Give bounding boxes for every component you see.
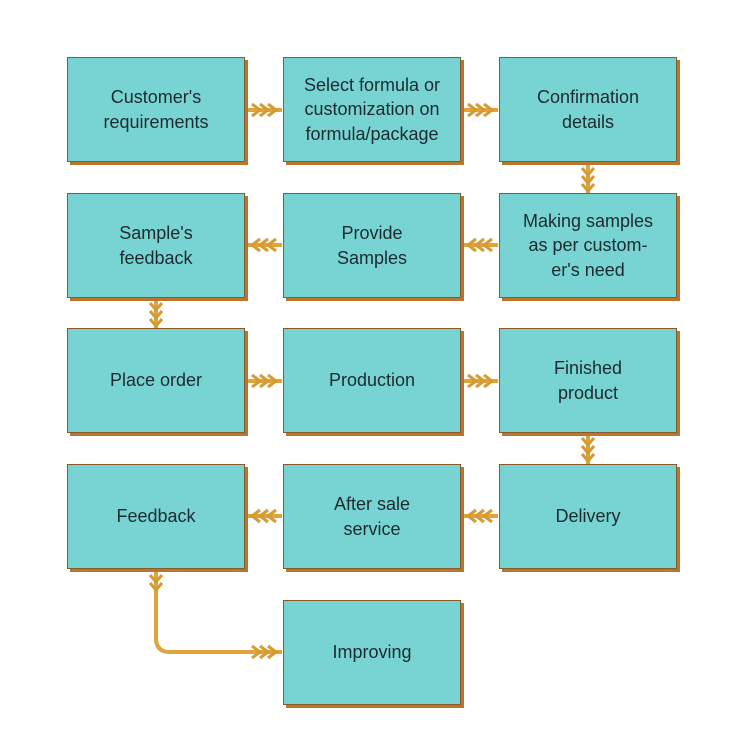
step-production: Production — [283, 328, 461, 433]
connector-production-to-finished — [462, 373, 498, 389]
connector-provide-to-feedback — [246, 237, 282, 253]
connector-finished-to-delivery — [580, 433, 596, 465]
connector-feedback-to-improving — [148, 570, 282, 660]
connector-delivery-to-aftersale — [462, 508, 498, 524]
connector-confirmation-to-making — [580, 163, 596, 194]
connector-making-to-provide — [462, 237, 498, 253]
step-improving: Improving — [283, 600, 461, 705]
step-delivery: Delivery — [499, 464, 677, 569]
connector-order-to-production — [246, 373, 282, 389]
connector-aftersale-to-feedback — [246, 508, 282, 524]
step-feedback: Feedback — [67, 464, 245, 569]
connector-feedback-to-order — [148, 298, 164, 330]
connector-select-to-confirmation — [462, 102, 498, 118]
step-place-order: Place order — [67, 328, 245, 433]
connector-requirements-to-select — [246, 102, 282, 118]
